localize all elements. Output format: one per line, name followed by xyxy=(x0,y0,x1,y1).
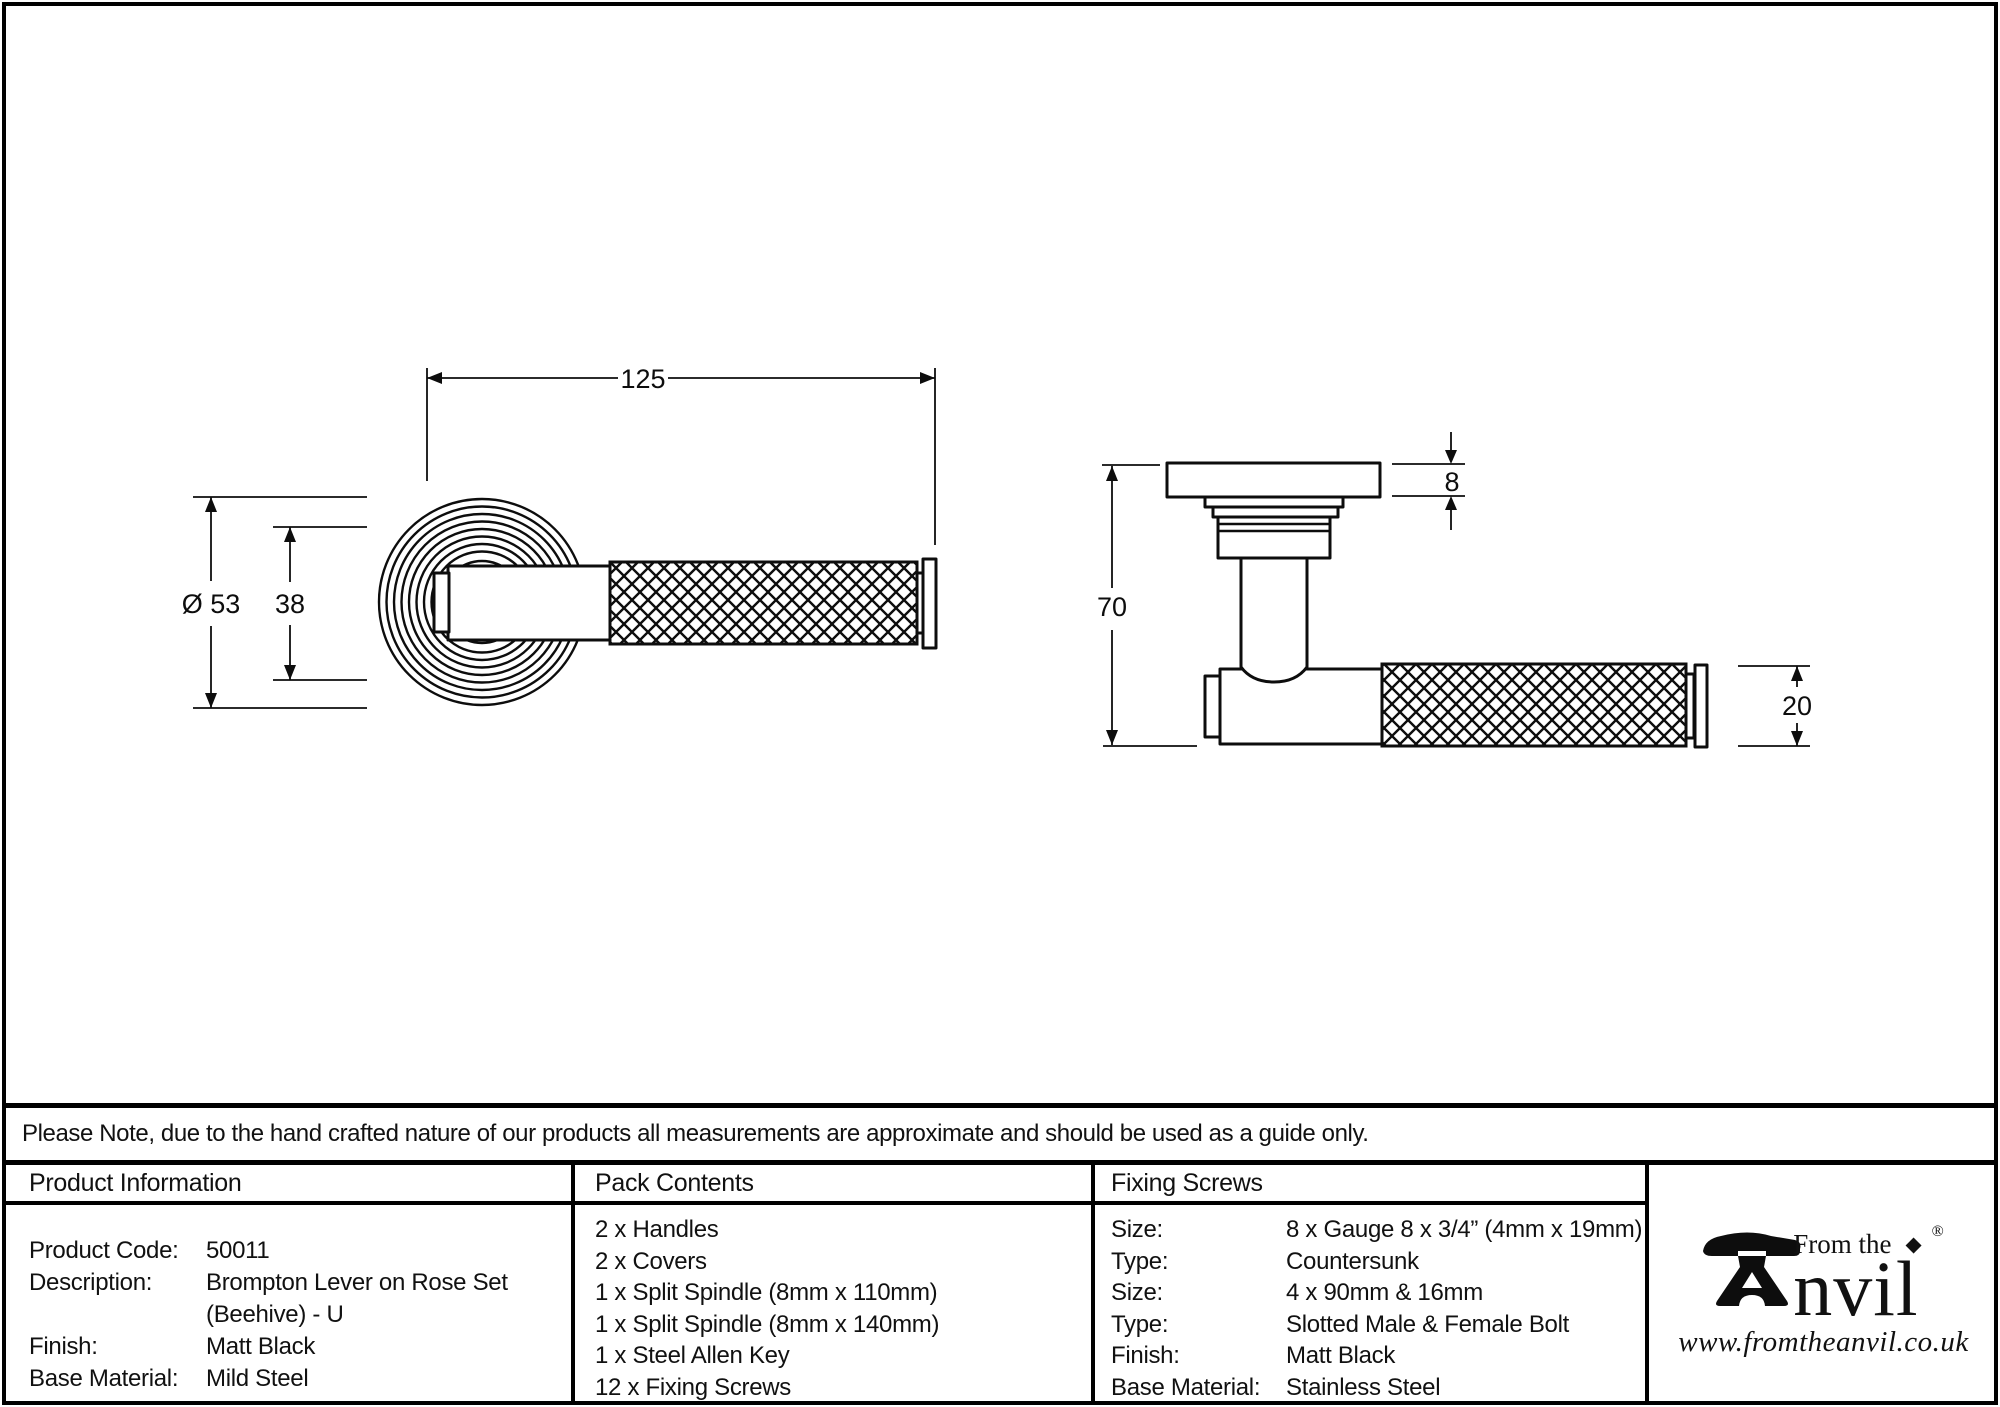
table-row: Description: Brompton Lever on Rose Set … xyxy=(29,1267,571,1331)
front-view-drawing: 125 Ø 53 38 xyxy=(182,364,938,709)
lever-neck-side xyxy=(1239,558,1309,684)
list-item: 1 x Split Spindle (8mm x 140mm) xyxy=(595,1310,940,1338)
row-value: 4 x 90mm & 16mm xyxy=(1286,1279,1483,1306)
list-item: 12 x Fixing Screws xyxy=(595,1373,791,1401)
grip-connector-side xyxy=(1684,672,1696,740)
row-label: Base Material: xyxy=(1111,1373,1261,1401)
dim-label-20: 20 xyxy=(1782,691,1812,721)
logo-prefix: From the xyxy=(1793,1229,1892,1259)
spec-table: Product Information Product Code: 50011 … xyxy=(2,1165,1998,1405)
row-value: Mild Steel xyxy=(206,1365,309,1392)
brand-logo-cell: From the ◆ ® nvil www.fromtheanvil.co.uk xyxy=(1645,1165,1998,1405)
dimension-38: 38 xyxy=(273,526,367,681)
diamond-icon: ◆ xyxy=(1905,1232,1922,1256)
dim-label-125: 125 xyxy=(620,364,665,394)
dimension-20: 20 xyxy=(1738,665,1812,747)
pack-contents-header: Pack Contents xyxy=(575,1165,1091,1205)
product-information-body: Product Code: 50011 Description: Brompto… xyxy=(2,1205,571,1395)
row-value: Matt Black xyxy=(1286,1342,1396,1369)
fixing-screws-body: Size: 8 x Gauge 8 x 3/4” (4mm x 19mm) Ty… xyxy=(1095,1205,1645,1403)
pack-contents-body: 2 x Handles 2 x Covers 1 x Split Spindle… xyxy=(575,1205,1091,1403)
dimension-70: 70 xyxy=(1097,464,1197,747)
registered-mark: ® xyxy=(1931,1223,1944,1240)
dim-label-38: 38 xyxy=(275,589,305,619)
pack-contents-column: Pack Contents 2 x Handles 2 x Covers 1 x… xyxy=(571,1165,1091,1405)
measurement-note: Please Note, due to the hand crafted nat… xyxy=(2,1103,1998,1165)
lever-end-cap-front xyxy=(921,557,938,650)
list-item: 2 x Covers xyxy=(595,1247,707,1275)
list-item: 2 x Handles xyxy=(595,1216,719,1243)
product-information-column: Product Information Product Code: 50011 … xyxy=(2,1165,571,1405)
rose-plate-side xyxy=(1165,461,1382,499)
product-information-header: Product Information xyxy=(2,1165,571,1205)
table-row: Base Material: Stainless Steel xyxy=(1111,1372,1645,1404)
knurled-grip-side xyxy=(1380,662,1688,748)
list-item: 1 x Steel Allen Key xyxy=(595,1342,790,1369)
row-label: Description: xyxy=(29,1269,153,1296)
from-the-anvil-logo: From the ◆ ® nvil www.fromtheanvil.co.uk xyxy=(1678,1223,1969,1359)
table-row: Size: 8 x Gauge 8 x 3/4” (4mm x 19mm) xyxy=(1111,1214,1645,1246)
lever-end-cap-side xyxy=(1693,663,1709,749)
row-value: 50011 xyxy=(206,1237,270,1264)
note-text: Please Note, due to the hand crafted nat… xyxy=(22,1120,1369,1147)
row-value: Stainless Steel xyxy=(1286,1373,1441,1401)
logo-wordmark: nvil xyxy=(1793,1245,1919,1332)
side-view-drawing: 70 8 20 xyxy=(1097,432,1812,749)
row-value: Countersunk xyxy=(1286,1247,1419,1275)
row-value: Brompton Lever on Rose Set (Beehive) - U xyxy=(206,1269,508,1328)
table-row: Type: Slotted Male & Female Bolt xyxy=(1111,1309,1645,1341)
row-label: Type: xyxy=(1111,1310,1169,1338)
row-label: Finish: xyxy=(1111,1342,1180,1369)
table-row: Finish: Matt Black xyxy=(1111,1340,1645,1372)
row-label: Size: xyxy=(1111,1279,1163,1306)
dimension-125: 125 xyxy=(426,364,936,545)
row-label: Product Code: xyxy=(29,1237,179,1264)
dim-label-70: 70 xyxy=(1097,592,1127,622)
dim-label-diameter-53: Ø 53 xyxy=(182,589,241,619)
row-label: Base Material: xyxy=(29,1365,179,1392)
lever-collar-front xyxy=(432,571,451,634)
lever-neck-front xyxy=(446,564,612,642)
table-row: Type: Countersunk xyxy=(1111,1246,1645,1278)
table-row: Product Code: 50011 xyxy=(29,1235,571,1267)
lever-collar-side xyxy=(1203,674,1222,739)
knurled-grip-front xyxy=(608,560,919,646)
fixing-screws-header: Fixing Screws xyxy=(1095,1165,1645,1205)
row-label: Size: xyxy=(1111,1216,1163,1243)
anvil-icon xyxy=(1703,1232,1801,1306)
list-item: 1 x Split Spindle (8mm x 110mm) xyxy=(595,1279,938,1306)
lever-body-side xyxy=(1218,667,1384,746)
row-label: Finish: xyxy=(29,1333,98,1360)
row-value: Matt Black xyxy=(206,1333,316,1360)
table-row: Finish: Matt Black xyxy=(29,1331,571,1363)
logo-website-url: www.fromtheanvil.co.uk xyxy=(1678,1326,1969,1358)
dimension-diameter-53: Ø 53 xyxy=(182,496,367,709)
row-value: Slotted Male & Female Bolt xyxy=(1286,1310,1570,1338)
row-label: Type: xyxy=(1111,1247,1169,1275)
table-row: Base Material: Mild Steel xyxy=(29,1363,571,1395)
table-row: Size: 4 x 90mm & 16mm xyxy=(1111,1277,1645,1309)
fixing-screws-column: Fixing Screws Size: 8 x Gauge 8 x 3/4” (… xyxy=(1091,1165,1645,1405)
dimension-8: 8 xyxy=(1392,432,1465,530)
row-value: 8 x Gauge 8 x 3/4” (4mm x 19mm) xyxy=(1286,1216,1643,1243)
technical-drawings: 125 Ø 53 38 xyxy=(182,364,1812,749)
dim-label-8: 8 xyxy=(1444,467,1459,497)
